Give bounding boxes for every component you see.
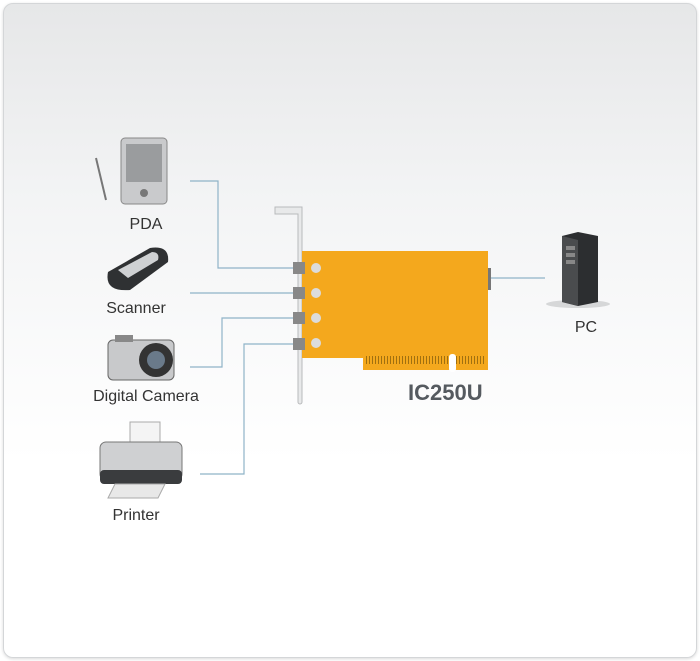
connection-lines (190, 180, 545, 475)
device-label-pda: PDA (129, 216, 163, 233)
host-label-pc: PC (574, 319, 598, 336)
scanner-icon (107, 247, 169, 291)
card-model-label: IC250U (408, 380, 483, 405)
camera-icon (107, 335, 175, 381)
camera-line (190, 317, 297, 368)
device-label-scanner: Scanner (106, 300, 166, 317)
pc-tower-icon (546, 232, 610, 308)
device-label-printer: Printer (112, 507, 160, 524)
printer-line (200, 343, 297, 475)
pda-icon (95, 137, 168, 205)
usb-card-icon (274, 206, 491, 405)
pda-line (190, 180, 297, 269)
printer-icon (99, 421, 183, 499)
device-label-camera: Digital Camera (93, 388, 199, 405)
